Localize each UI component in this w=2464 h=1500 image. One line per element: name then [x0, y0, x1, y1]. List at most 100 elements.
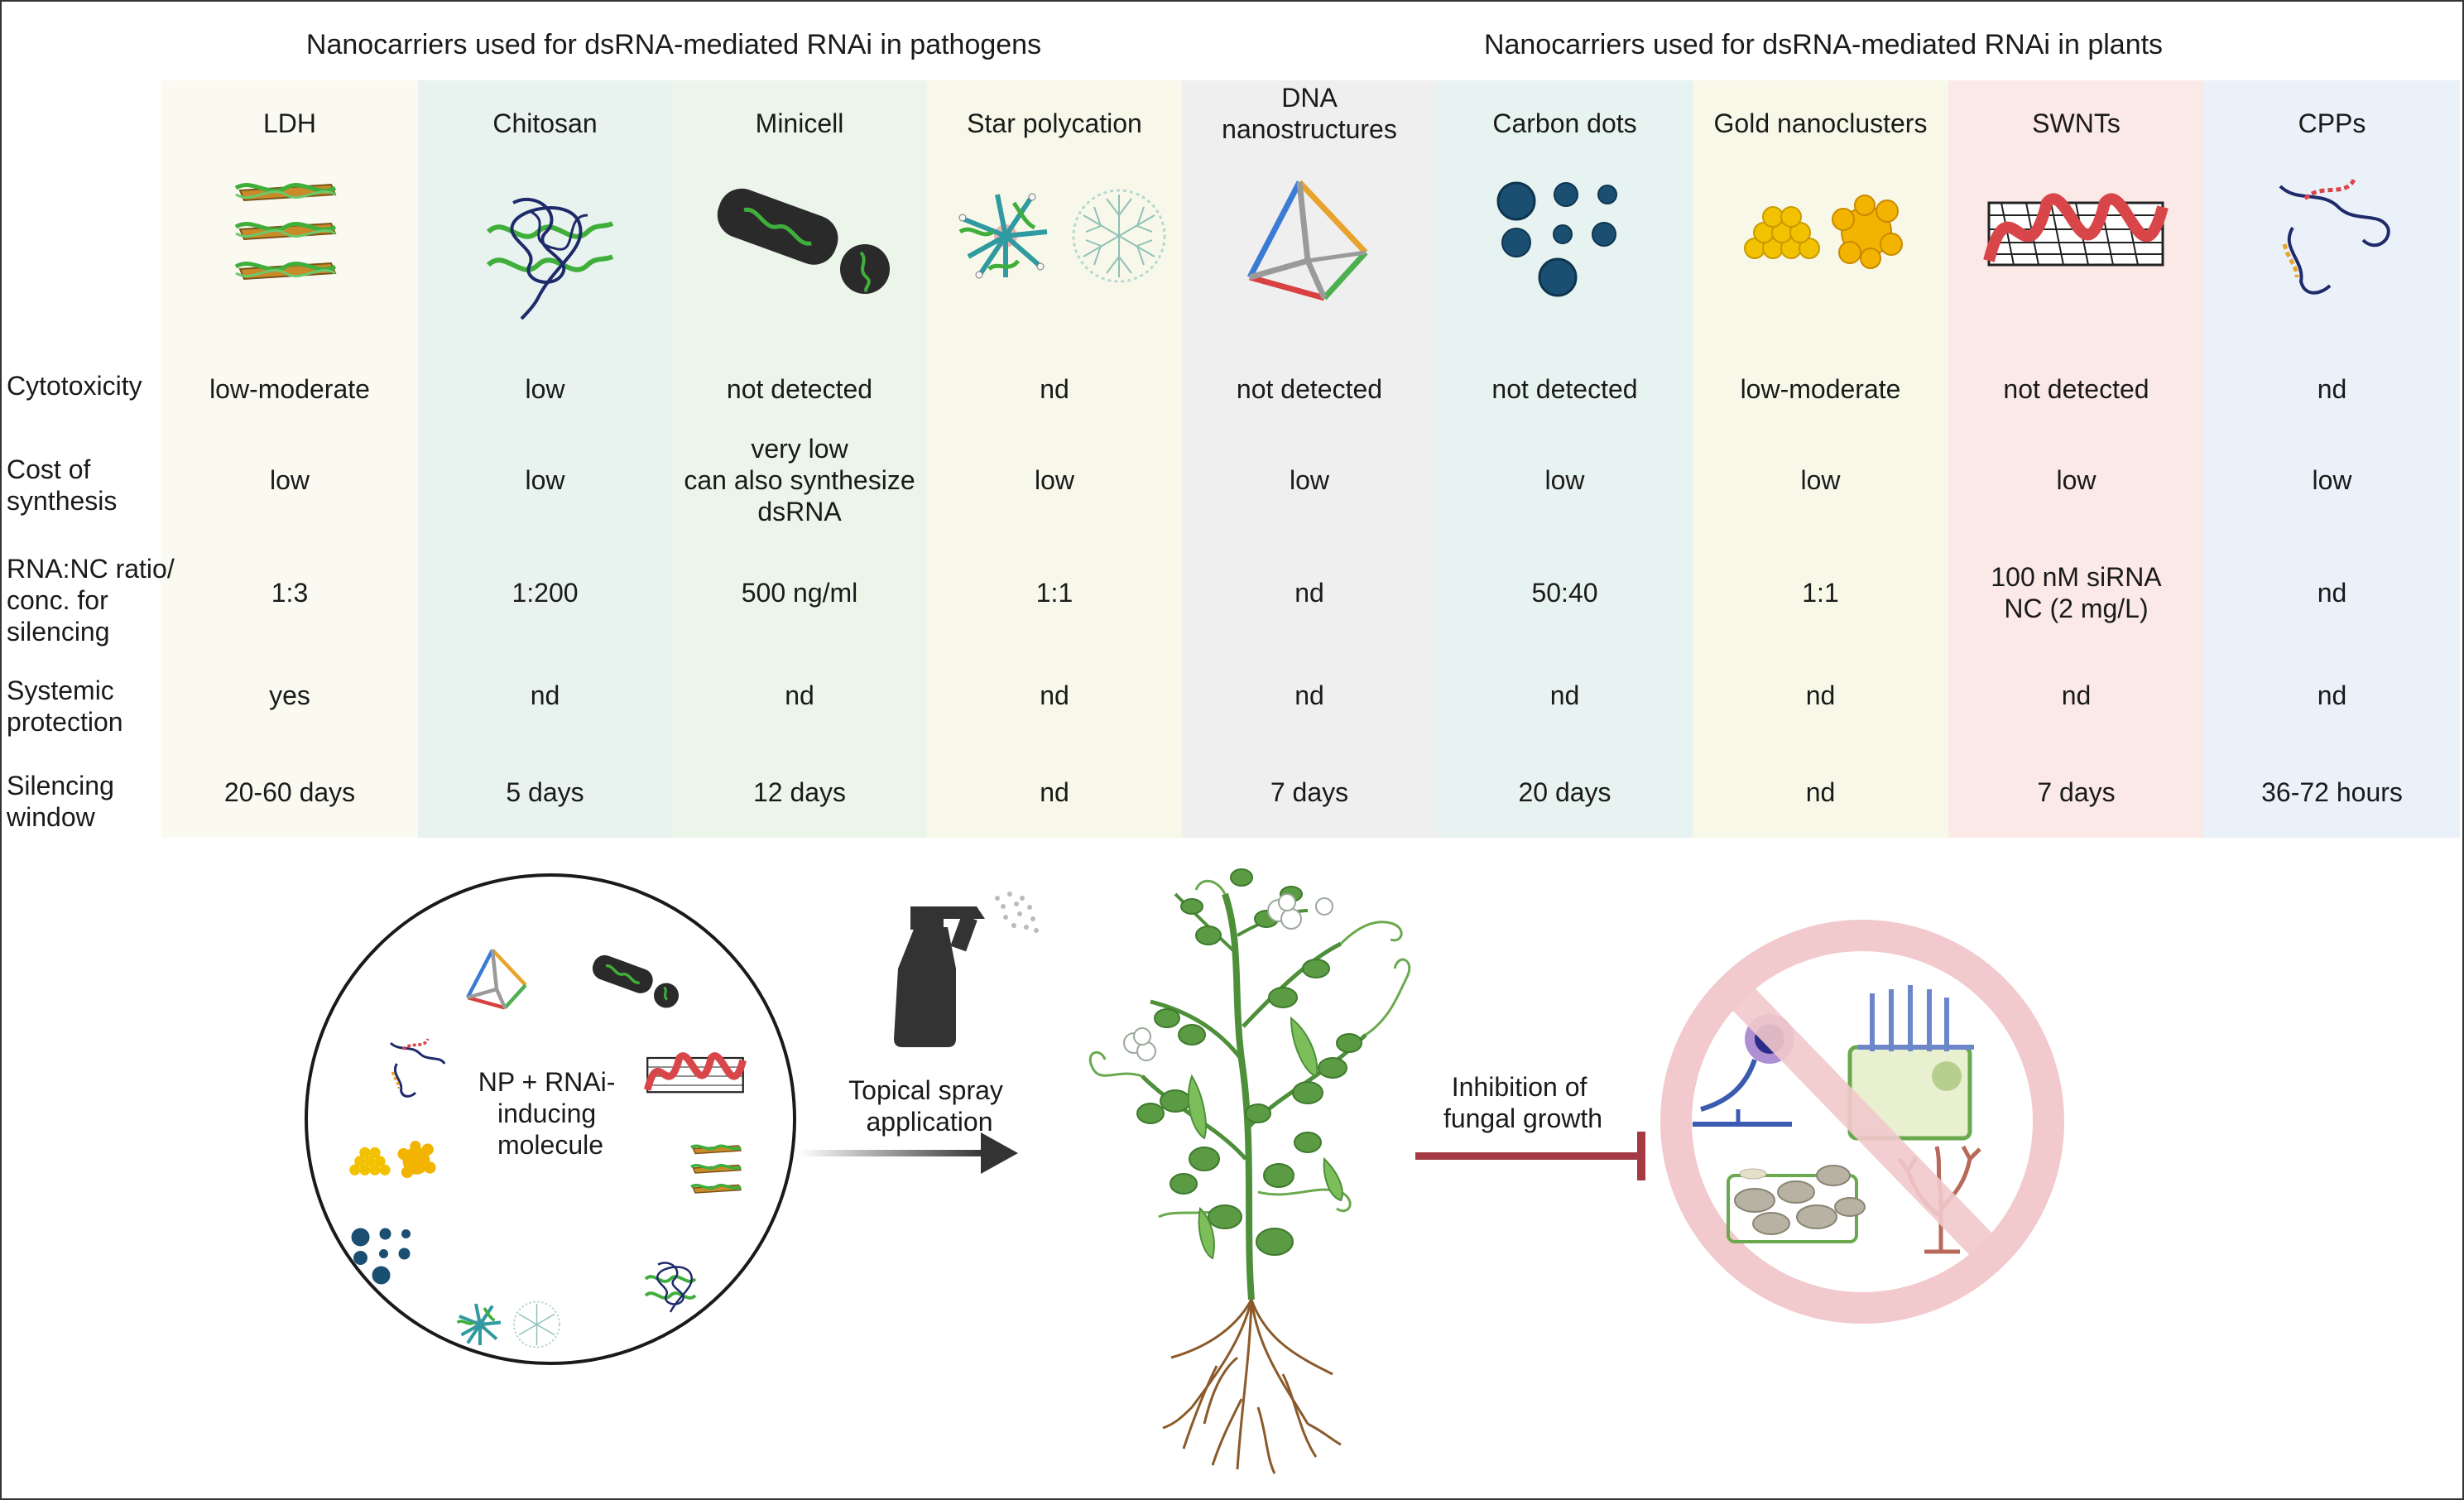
column-bg-0 [161, 80, 418, 838]
cell-cost: low [1035, 465, 1075, 495]
fungal-mass-icon [1727, 1165, 1866, 1243]
cell-window: 20-60 days [224, 777, 355, 807]
small-gold-nanoclusters-icon [349, 1141, 436, 1179]
cell-systemic: nd [1550, 680, 1580, 710]
column-bg-4 [1182, 80, 1437, 838]
row-label-window: Silencing window [6, 771, 122, 832]
cell-ratio: 1:200 [512, 578, 578, 608]
leaves [1136, 868, 1362, 1256]
cell-systemic: nd [1040, 680, 1069, 710]
cell-systemic: nd [531, 680, 560, 710]
column-name: LDH [263, 108, 316, 138]
small-minicell-icon [592, 954, 679, 1008]
column-bg-2 [672, 80, 927, 838]
row-label-ratio: RNA:NC ratio/ conc. for silencing [7, 554, 182, 647]
star-polycation-icon [958, 189, 1166, 283]
column-name: Chitosan [492, 108, 597, 138]
circle-label: NP + RNAi- inducing molecule [478, 1067, 623, 1160]
column-bg-6 [1693, 80, 1948, 838]
spray-arrow [799, 1132, 1018, 1174]
cell-cytotoxicity: nd [2318, 374, 2347, 404]
column-name: SWNTs [2032, 108, 2121, 138]
pathogens-header: Nanocarriers used for dsRNA-mediated RNA… [306, 29, 1041, 60]
cell-ratio: 1:1 [1802, 578, 1838, 608]
column-bg-1 [418, 80, 672, 838]
cell-systemic: yes [269, 680, 310, 710]
cell-window: 5 days [506, 777, 584, 807]
cell-cost: low [1290, 465, 1330, 495]
row-label-cost: Cost of synthesis [7, 454, 117, 516]
cell-window: nd [1806, 777, 1836, 807]
cell-window: 12 days [753, 777, 846, 807]
nanoparticle-circle: NP + RNAi- inducing molecule [305, 873, 796, 1365]
column-bg-7 [1948, 80, 2204, 838]
column-backgrounds [161, 80, 2460, 838]
cell-ratio: nd [2318, 578, 2347, 608]
plant-icon [1088, 868, 1411, 1474]
cell-cytotoxicity: not detected [1491, 374, 1637, 404]
table-cells: low-moderate low 1:3 yes 20-60 days low low 1:2… [209, 374, 2403, 807]
fungal-conidiophore-icon [1847, 985, 1974, 1141]
small-star-polycation-icon [456, 1300, 560, 1349]
cpp-icon [2279, 176, 2390, 295]
row-label-cytotoxicity: Cytotoxicity [7, 371, 142, 401]
dna-tetrahedron-icon [1246, 180, 1368, 301]
cell-systemic: nd [2318, 680, 2347, 710]
cell-cost: low [1800, 465, 1841, 495]
column-bg-3 [927, 80, 1182, 838]
cell-cost: low [270, 465, 310, 495]
cell-window: 7 days [2037, 777, 2115, 807]
column-name: CPPs [2298, 108, 2366, 138]
flowers [1123, 893, 1333, 1061]
cell-window: 20 days [1518, 777, 1611, 807]
ldh-icon [234, 183, 337, 281]
cell-cytotoxicity: low [525, 374, 565, 404]
cell-ratio: 1:1 [1036, 578, 1073, 608]
cell-cost: low [1544, 465, 1585, 495]
cell-cost: low [2056, 465, 2097, 495]
spray-bottle-icon [894, 892, 1039, 1047]
cell-cytotoxicity: nd [1040, 374, 1069, 404]
spray-mist [995, 892, 1039, 933]
swnt-icon [1983, 193, 2169, 267]
row-label-systemic: Systemic protection [7, 675, 123, 737]
cell-ratio: nd [1294, 578, 1324, 608]
column-name: Carbon dots [1492, 108, 1636, 138]
cell-window: 7 days [1270, 777, 1348, 807]
plants-header: Nanocarriers used for dsRNA-mediated RNA… [1484, 29, 2163, 60]
cell-systemic: nd [2062, 680, 2092, 710]
column-bg-8 [2204, 80, 2460, 838]
carbon-dots-icon [1496, 181, 1617, 297]
cell-ratio: 1:3 [271, 578, 308, 608]
small-carbon-dots-icon [351, 1228, 411, 1285]
cell-systemic: nd [1806, 680, 1836, 710]
cell-cytotoxicity: not detected [727, 374, 872, 404]
small-chitosan-icon [644, 1262, 697, 1313]
cell-ratio: 50:40 [1531, 578, 1597, 608]
small-ldh-icon [690, 1144, 742, 1194]
inhibition-label: Inhibition of fungal growth [1443, 1072, 1602, 1133]
fungi-prohibited-icon [1660, 920, 2064, 1324]
cell-cytotoxicity: not detected [1237, 374, 1382, 404]
small-cpp-icon [389, 1038, 446, 1098]
small-dna-tetrahedron-icon [466, 948, 527, 1010]
row-labels: Cytotoxicity Cost of synthesis RNA:NC ra… [6, 371, 182, 832]
gold-nanoclusters-icon [1744, 195, 1903, 269]
small-swnt-icon [643, 1052, 747, 1094]
cell-cost: low [2312, 465, 2352, 495]
cell-cytotoxicity: low-moderate [1741, 374, 1901, 404]
chitosan-icon [486, 197, 614, 320]
column-name: Minicell [756, 108, 844, 138]
inhibition-arrow [1415, 1132, 1645, 1180]
cell-ratio: 500 ng/ml [742, 578, 858, 608]
cell-systemic: nd [1294, 680, 1324, 710]
column-name: Gold nanoclusters [1714, 108, 1928, 138]
column-name: Star polycation [967, 108, 1142, 138]
roots [1162, 1299, 1342, 1474]
pea-pods [1187, 1016, 1343, 1260]
spray-label: Topical spray application [848, 1075, 1011, 1137]
cell-cytotoxicity: not detected [2003, 374, 2149, 404]
